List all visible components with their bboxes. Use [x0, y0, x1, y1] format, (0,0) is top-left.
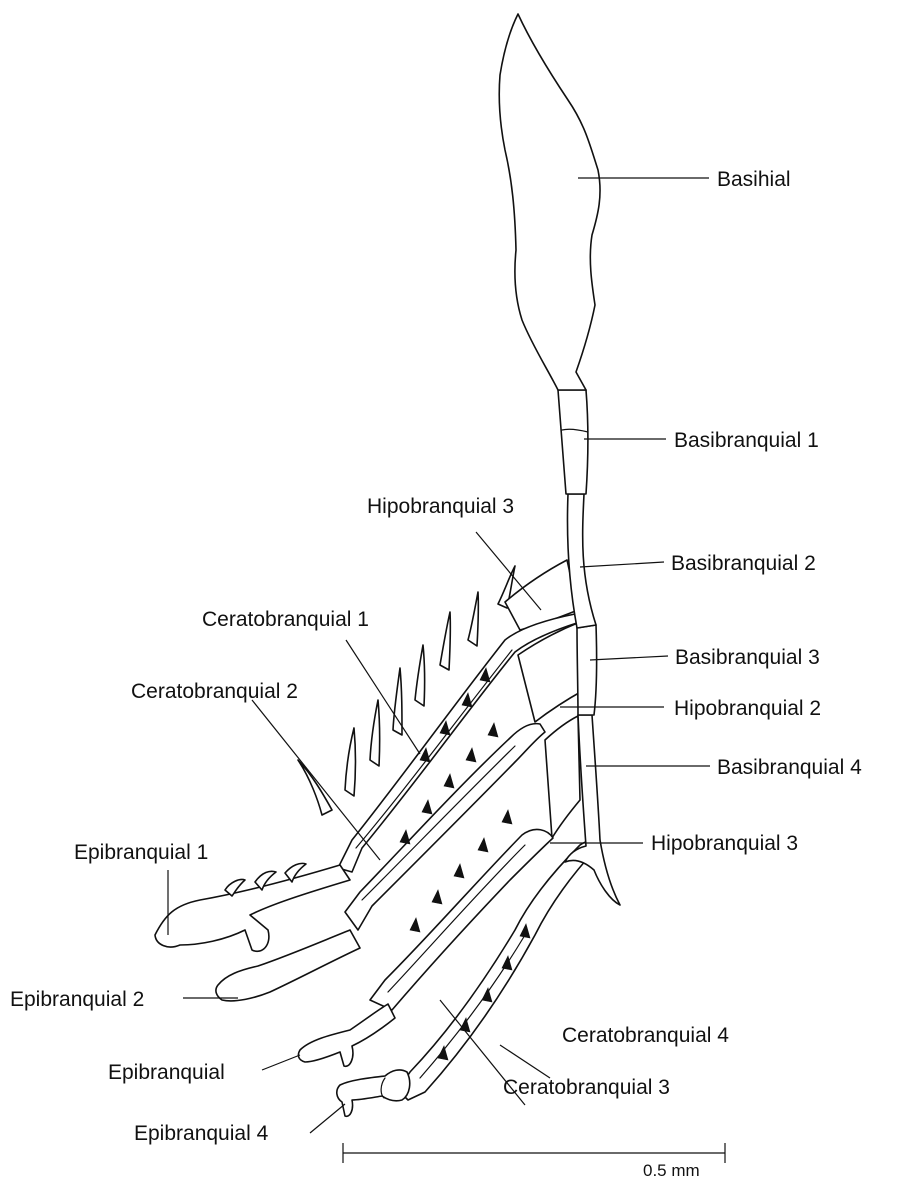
- label-basibranquial-4: Basibranquial 4: [717, 757, 862, 778]
- label-epibranquial-4: Epibranquial 4: [134, 1123, 268, 1144]
- epibranquial-3-bone: [298, 1004, 395, 1066]
- label-hipobranquial-3-lower: Hipobranquial 3: [651, 833, 798, 854]
- label-epibranquial-3: Epibranquial: [108, 1062, 225, 1083]
- label-epibranquial-2: Epibranquial 2: [10, 989, 144, 1010]
- label-epibranquial-1: Epibranquial 1: [74, 842, 208, 863]
- epibranquial-2-bone: [216, 930, 360, 1001]
- label-hipobranquial-2: Hipobranquial 2: [674, 698, 821, 719]
- epibranquial-4-bone: [337, 1070, 410, 1116]
- label-basihial: Basihial: [717, 169, 791, 190]
- hipobranquial-3-lower-bone: [545, 716, 580, 838]
- label-ceratobranquial-1: Ceratobranquial 1: [202, 609, 369, 630]
- label-basibranquial-3: Basibranquial 3: [675, 647, 820, 668]
- label-ceratobranquial-2: Ceratobranquial 2: [131, 681, 298, 702]
- label-ceratobranquial-4: Ceratobranquial 4: [562, 1025, 729, 1046]
- basihial-bone: [499, 14, 600, 390]
- label-hipobranquial-3-top: Hipobranquial 3: [367, 496, 514, 517]
- scale-bar: [343, 1143, 725, 1163]
- scale-bar-label: 0.5 mm: [643, 1162, 700, 1179]
- epibranquial-1-bone: [155, 865, 350, 951]
- basibranquial-1-bone: [558, 390, 588, 494]
- label-basibranquial-1: Basibranquial 1: [674, 430, 819, 451]
- label-ceratobranquial-3: Ceratobranquial 3: [503, 1077, 670, 1098]
- basibranquial-3-bone: [577, 625, 597, 715]
- label-basibranquial-2: Basibranquial 2: [671, 553, 816, 574]
